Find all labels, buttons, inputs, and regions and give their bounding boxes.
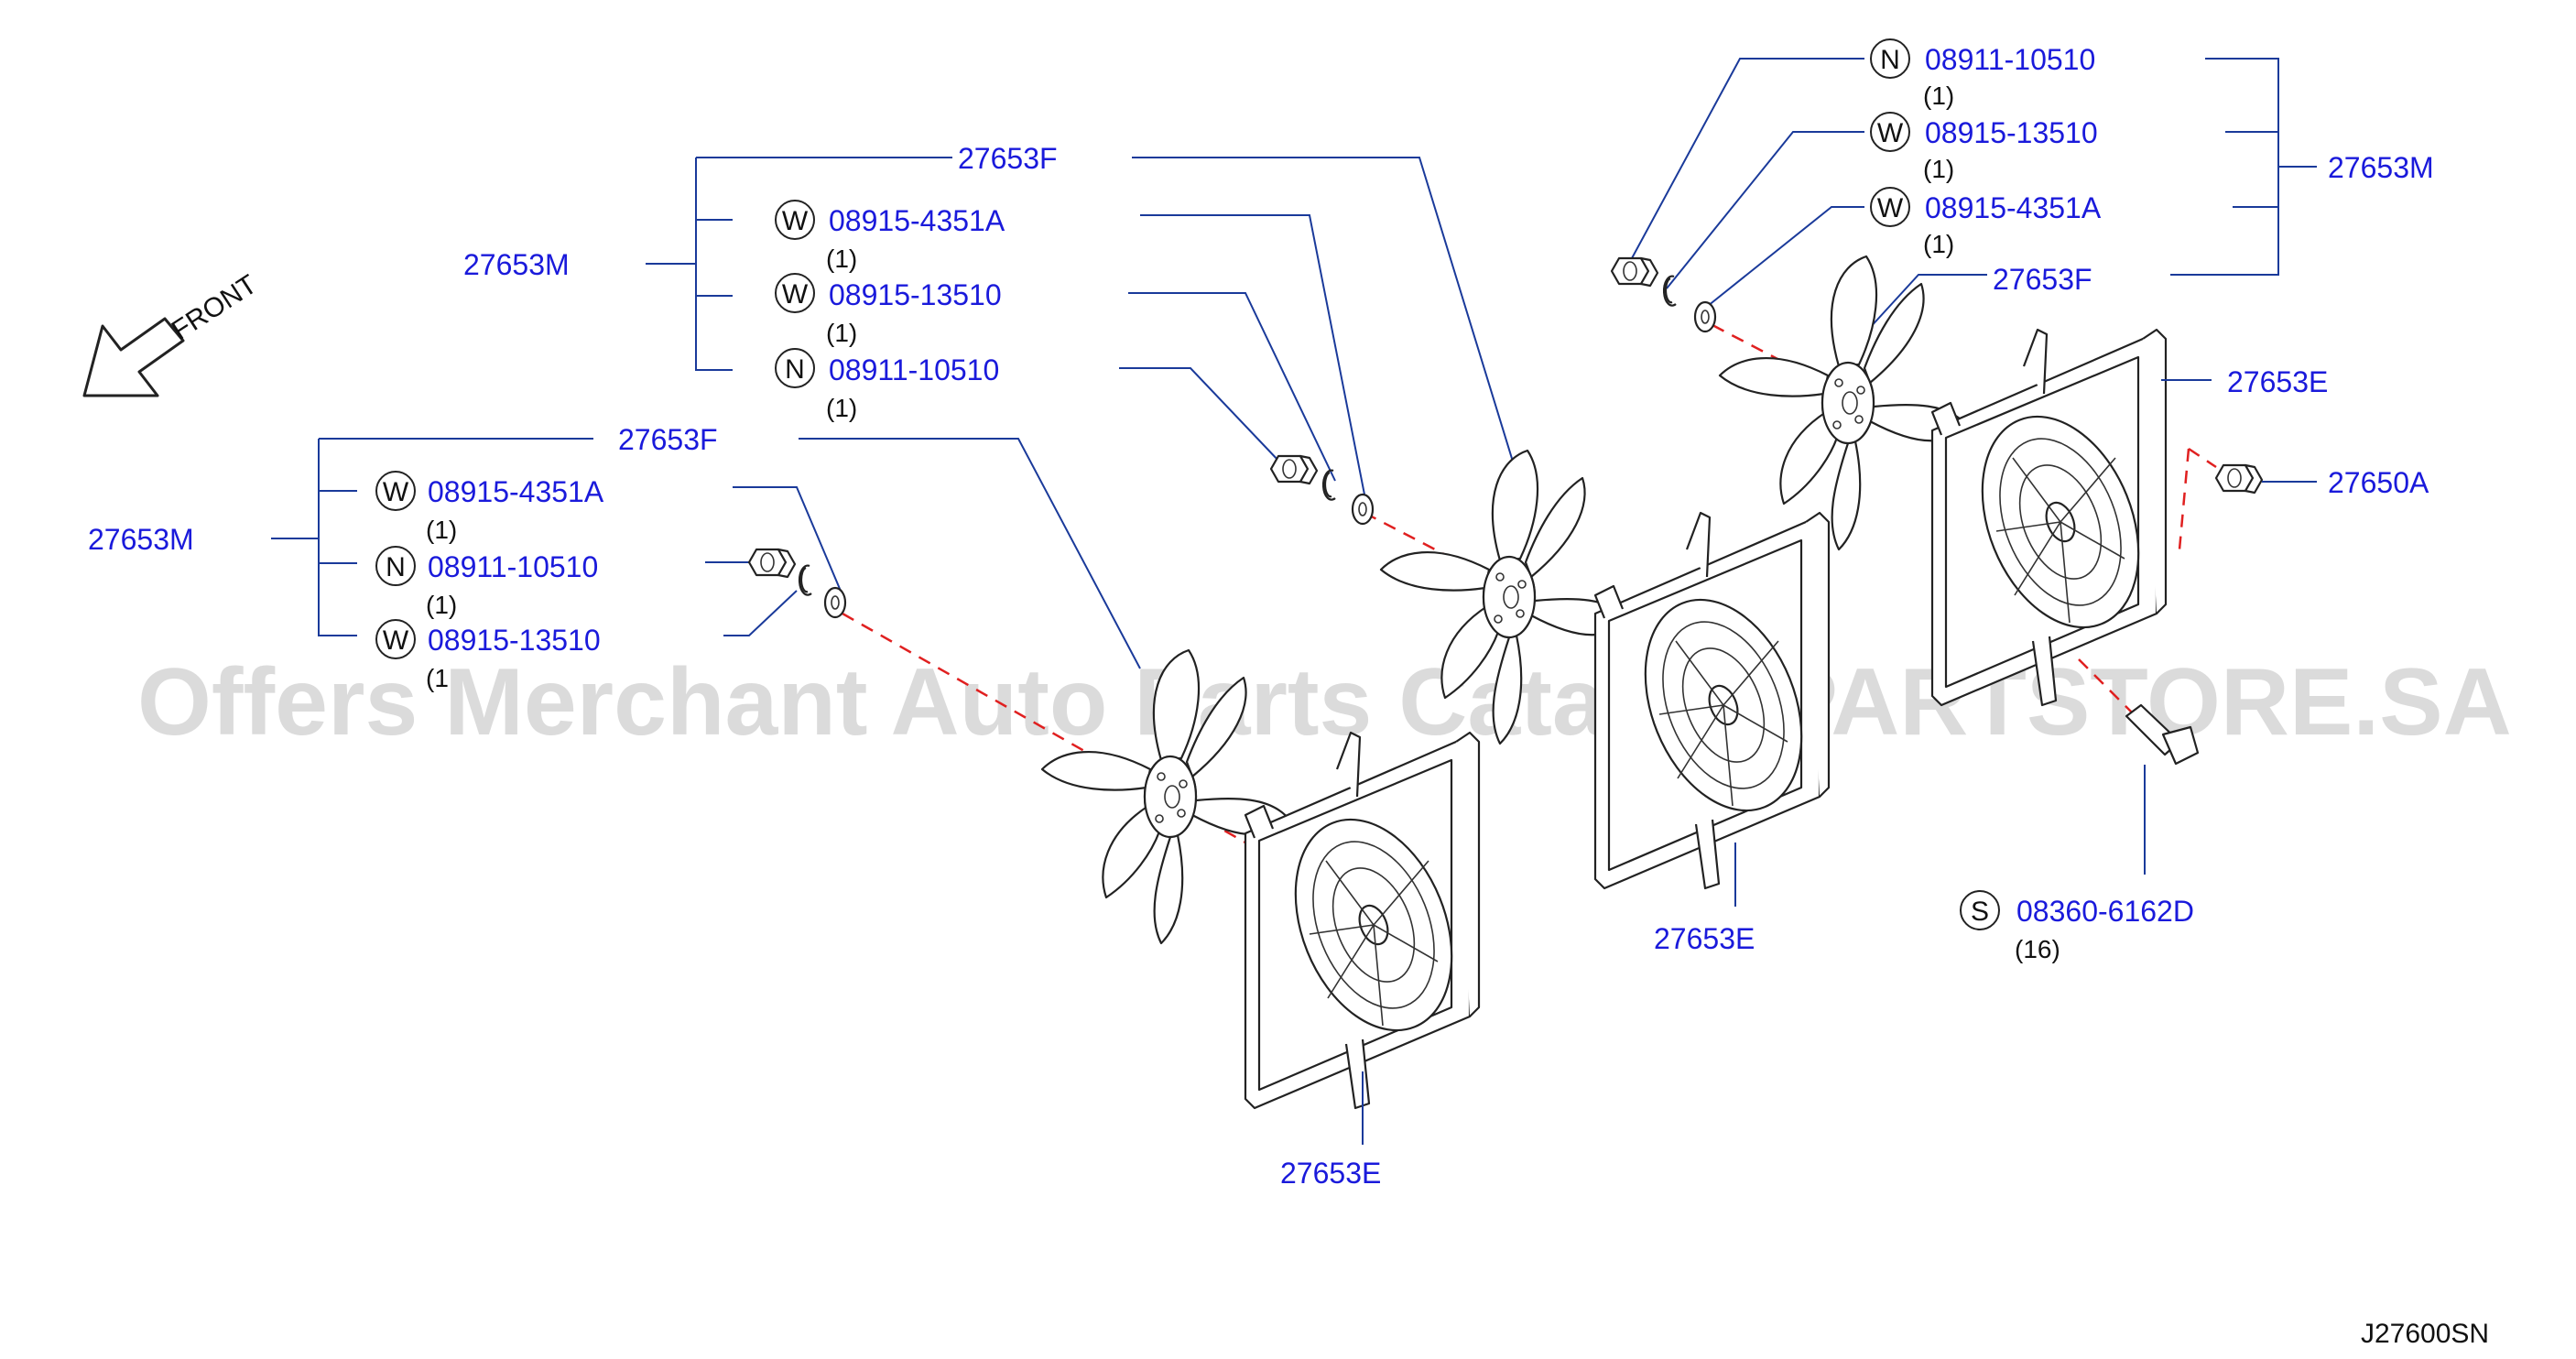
svg-text:W: W <box>1877 193 1904 223</box>
part-label-2-2: 08915-13510 <box>829 278 1002 311</box>
shroud-label-2: 27653E <box>1654 922 1755 955</box>
svg-text:W: W <box>782 206 809 236</box>
flat-washer-icon <box>1351 493 1375 526</box>
badge-2-1: W <box>775 200 815 240</box>
svg-text:W: W <box>383 625 409 656</box>
part-label-1-3: 08915-13510 <box>428 624 601 657</box>
part-label-1-0: 27653F <box>618 423 718 456</box>
svg-text:W: W <box>782 279 809 310</box>
part-label-2-0: 27653F <box>958 142 1058 175</box>
part-label-3-2: 08915-4351A <box>1925 191 2102 224</box>
qty-label-3-0: (1) <box>1923 82 1954 110</box>
assembly-label-3: 27653M <box>2328 151 2434 184</box>
front-arrow-icon <box>82 317 185 397</box>
qty-label-3-2: (1) <box>1923 230 1954 258</box>
part-label-2-3: 08911-10510 <box>829 353 999 386</box>
badge-2-2: W <box>775 273 815 313</box>
lock-washer-icon <box>798 564 813 596</box>
part-label-3-1: 08915-13510 <box>1925 116 2098 149</box>
part-label-2-1: 08915-4351A <box>829 204 1005 237</box>
part-label-1-2: 08911-10510 <box>428 550 598 583</box>
badge-3-0: N <box>1870 38 1910 79</box>
bolt-icon <box>2078 658 2200 766</box>
assembly-label-1: 27653M <box>88 523 194 556</box>
svg-text:N: N <box>785 354 805 385</box>
fan-blade-icon <box>1718 255 1969 551</box>
front-label: FRONT <box>167 269 263 346</box>
badge-1-3: W <box>375 619 416 659</box>
group-2-leaders <box>646 157 1521 495</box>
qty-label-1-1: (1) <box>426 516 457 544</box>
qty-label-1-3: (1 <box>426 664 449 692</box>
watermark-text: Offers Merchant Auto Parts Catalog PARTS… <box>137 649 2512 756</box>
badge-extra-1: S <box>1960 890 2000 930</box>
badge-1-1: W <box>375 471 416 511</box>
badge-3-2: W <box>1870 187 1910 227</box>
qty-label-2-3: (1) <box>826 394 857 422</box>
qty-label-2-1: (1) <box>826 245 857 273</box>
badge-3-1: W <box>1870 112 1910 152</box>
shroud-label-3: 27653E <box>2227 365 2328 398</box>
svg-text:S: S <box>1971 897 1989 927</box>
svg-text:N: N <box>386 552 406 582</box>
svg-text:W: W <box>1877 118 1904 148</box>
qty-label-1-2: (1) <box>426 591 457 619</box>
part-label-3-0: 08911-10510 <box>1925 43 2095 76</box>
nut-icon <box>1269 454 1319 485</box>
flat-washer-icon <box>1693 300 1717 333</box>
lock-washer-icon <box>1321 469 1337 501</box>
fan-shroud-icon <box>1244 731 1483 1110</box>
fan-shroud-icon <box>1593 511 1832 890</box>
badge-1-2: N <box>375 546 416 586</box>
badge-2-3: N <box>775 348 815 388</box>
extra-part-label-1: 08360-6162D <box>2016 895 2194 928</box>
qty-label-3-1: (1) <box>1923 155 1954 183</box>
part-label-3-3: 27653F <box>1993 263 2092 296</box>
extra-qty-label-1: (16) <box>2015 935 2060 963</box>
svg-text:W: W <box>383 477 409 507</box>
group-3-leaders <box>1631 58 2317 331</box>
extra-part-label-0: 27650A <box>2328 466 2429 499</box>
nut-icon <box>747 548 797 579</box>
part-label-1-1: 08915-4351A <box>428 475 604 508</box>
nut-icon <box>1610 256 1659 288</box>
group-1-leaders <box>271 438 1141 669</box>
figure-code: J27600SN <box>2361 1319 2489 1349</box>
qty-label-2-2: (1) <box>826 319 857 347</box>
svg-text:N: N <box>1880 45 1900 75</box>
shroud-label-1: 27653E <box>1280 1157 1381 1190</box>
flat-washer-icon <box>823 586 847 619</box>
assembly-label-2: 27653M <box>463 248 570 281</box>
nut-icon <box>2214 463 2264 495</box>
